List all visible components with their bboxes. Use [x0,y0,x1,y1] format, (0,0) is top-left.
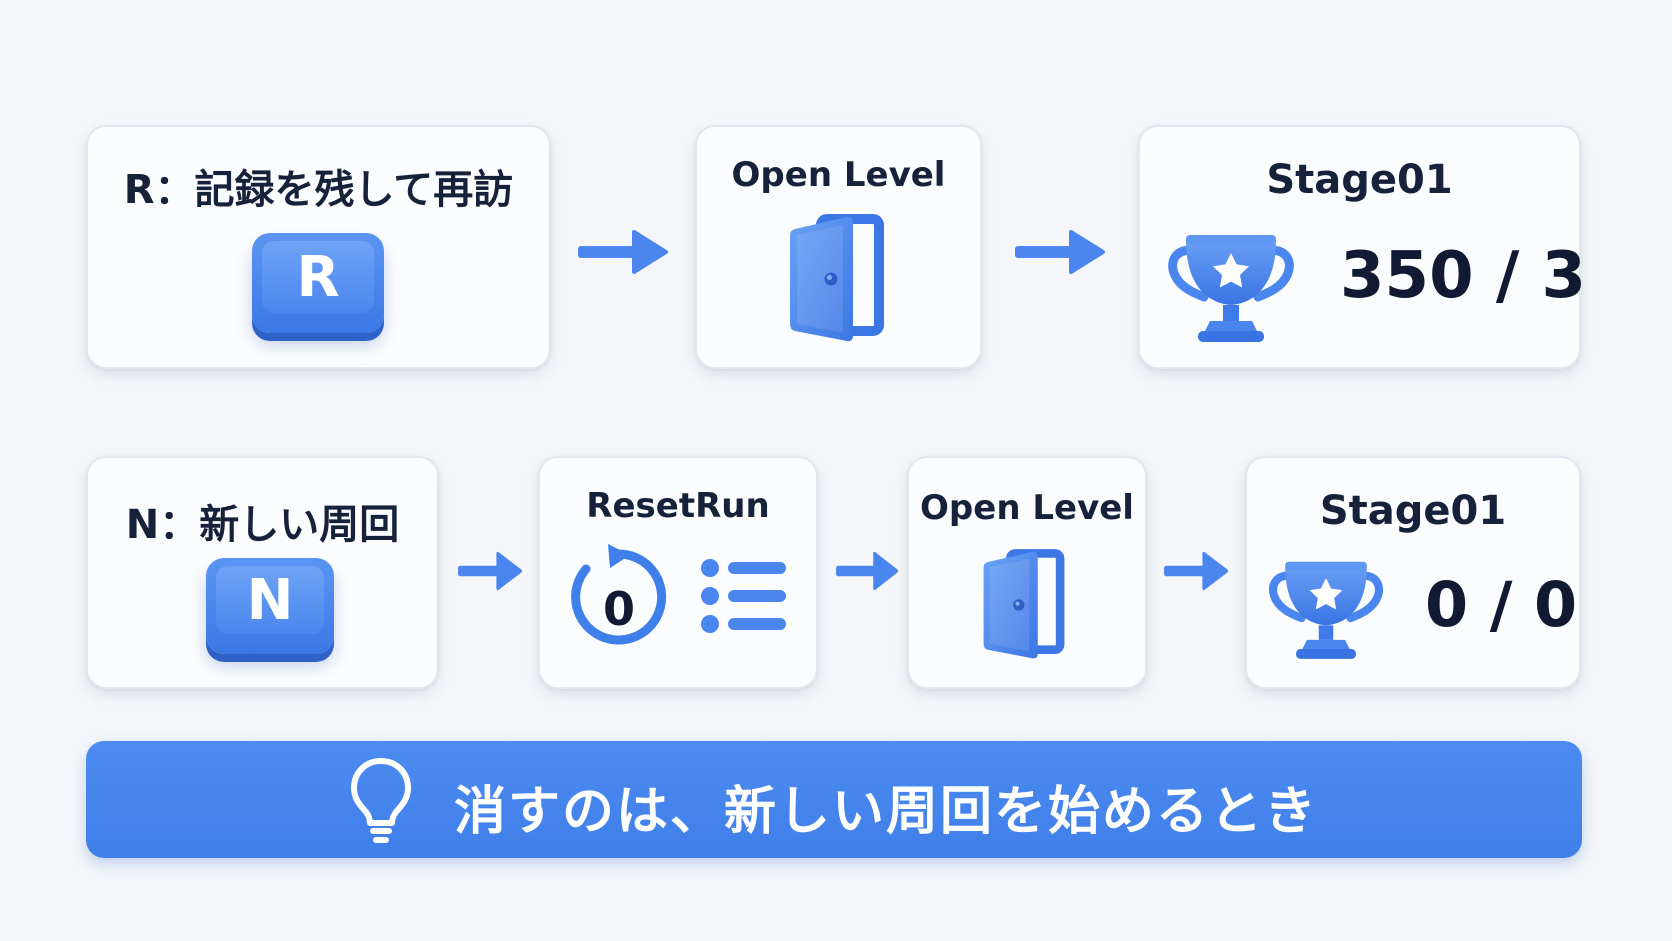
open-level-card: Open Level [907,456,1147,689]
score-text: 350 / 3 [1340,239,1587,313]
trophy-icon [1267,554,1385,664]
card-title: Open Level [920,488,1134,528]
tip-banner: 消すのは、新しい周回を始めるとき [86,741,1582,858]
arrow-right-icon [458,551,522,591]
card-title: Open Level [731,155,946,195]
reset-run-card: ResetRun 0 [538,456,818,689]
card-title: ResetRun [586,486,770,526]
tip-text: 消すのは、新しい周回を始めるとき [454,782,1319,842]
open-level-card: Open Level [695,125,982,369]
key-card-r: R：記録を残して再訪 R [86,125,551,369]
card-title: R：記録を残して再訪 [123,167,514,213]
reset-counter-icon [571,544,667,645]
stage-title: Stage01 [1319,488,1507,534]
door-icon [981,548,1067,662]
arrow-right-icon [1164,551,1228,591]
lightbulb-icon [351,758,411,843]
key-letter: R [262,241,374,313]
keycap-n-icon: N [206,558,334,654]
key-card-n: N：新しい周回 N [86,456,439,689]
list-icon [701,559,786,633]
arrow-right-icon [836,551,898,591]
score-text: 0 / 0 [1425,568,1578,641]
stage-card: Stage01 350 / 3 [1138,125,1586,369]
stage-title: Stage01 [1266,157,1453,203]
key-letter: N [216,566,324,634]
arrow-right-icon [578,229,668,275]
keycap-r-icon: R [252,233,384,333]
arrow-right-icon [1015,229,1105,275]
card-title: N：新しい周回 [125,502,400,548]
counter-value: 0 [602,582,635,636]
trophy-icon [1166,227,1296,347]
door-icon [787,213,887,345]
stage-card: Stage01 0 / 0 [1245,456,1581,689]
